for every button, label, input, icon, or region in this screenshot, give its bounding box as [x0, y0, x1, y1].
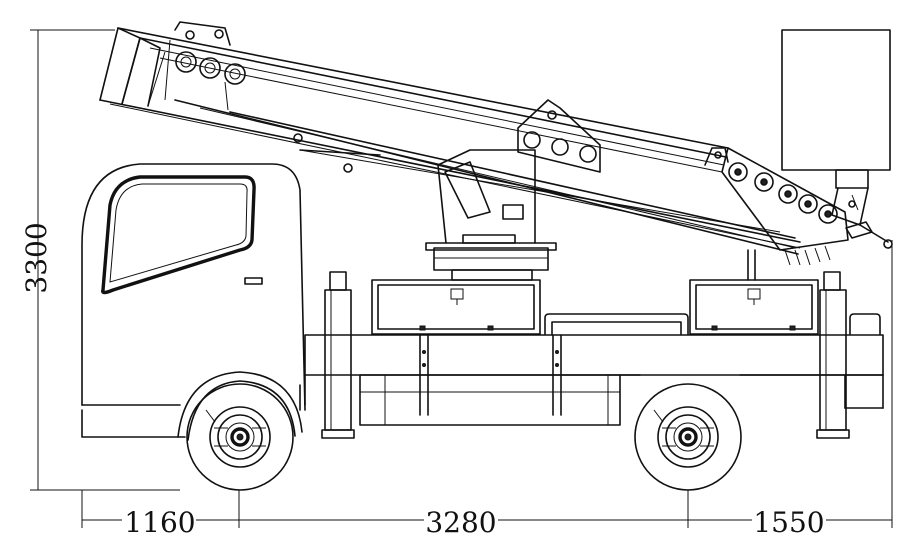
dimension-overall-height: 3300 [20, 222, 53, 293]
boom-rest [747, 249, 756, 281]
handrails [544, 313, 881, 335]
rear-wheel [634, 383, 742, 491]
cab [81, 163, 306, 438]
outrigger-rear [816, 271, 850, 439]
dimension-lines [30, 29, 893, 528]
dimension-rear-overhang: 1550 [753, 506, 824, 539]
front-wheel [186, 383, 294, 491]
dimension-front-overhang: 1160 [124, 506, 195, 539]
tool-box-front [371, 279, 541, 335]
front-wheel-arch [177, 371, 303, 441]
telescopic-boom [99, 21, 801, 255]
door-handle[interactable] [244, 277, 263, 285]
work-platform [781, 29, 893, 249]
tool-box-rear [689, 279, 819, 335]
cab-window[interactable] [101, 175, 256, 295]
chassis-frame [304, 334, 884, 426]
turntable [343, 149, 557, 281]
dimension-wheelbase: 3280 [425, 506, 496, 539]
boom-base-sheaves [704, 147, 849, 266]
outrigger-front [321, 271, 355, 439]
